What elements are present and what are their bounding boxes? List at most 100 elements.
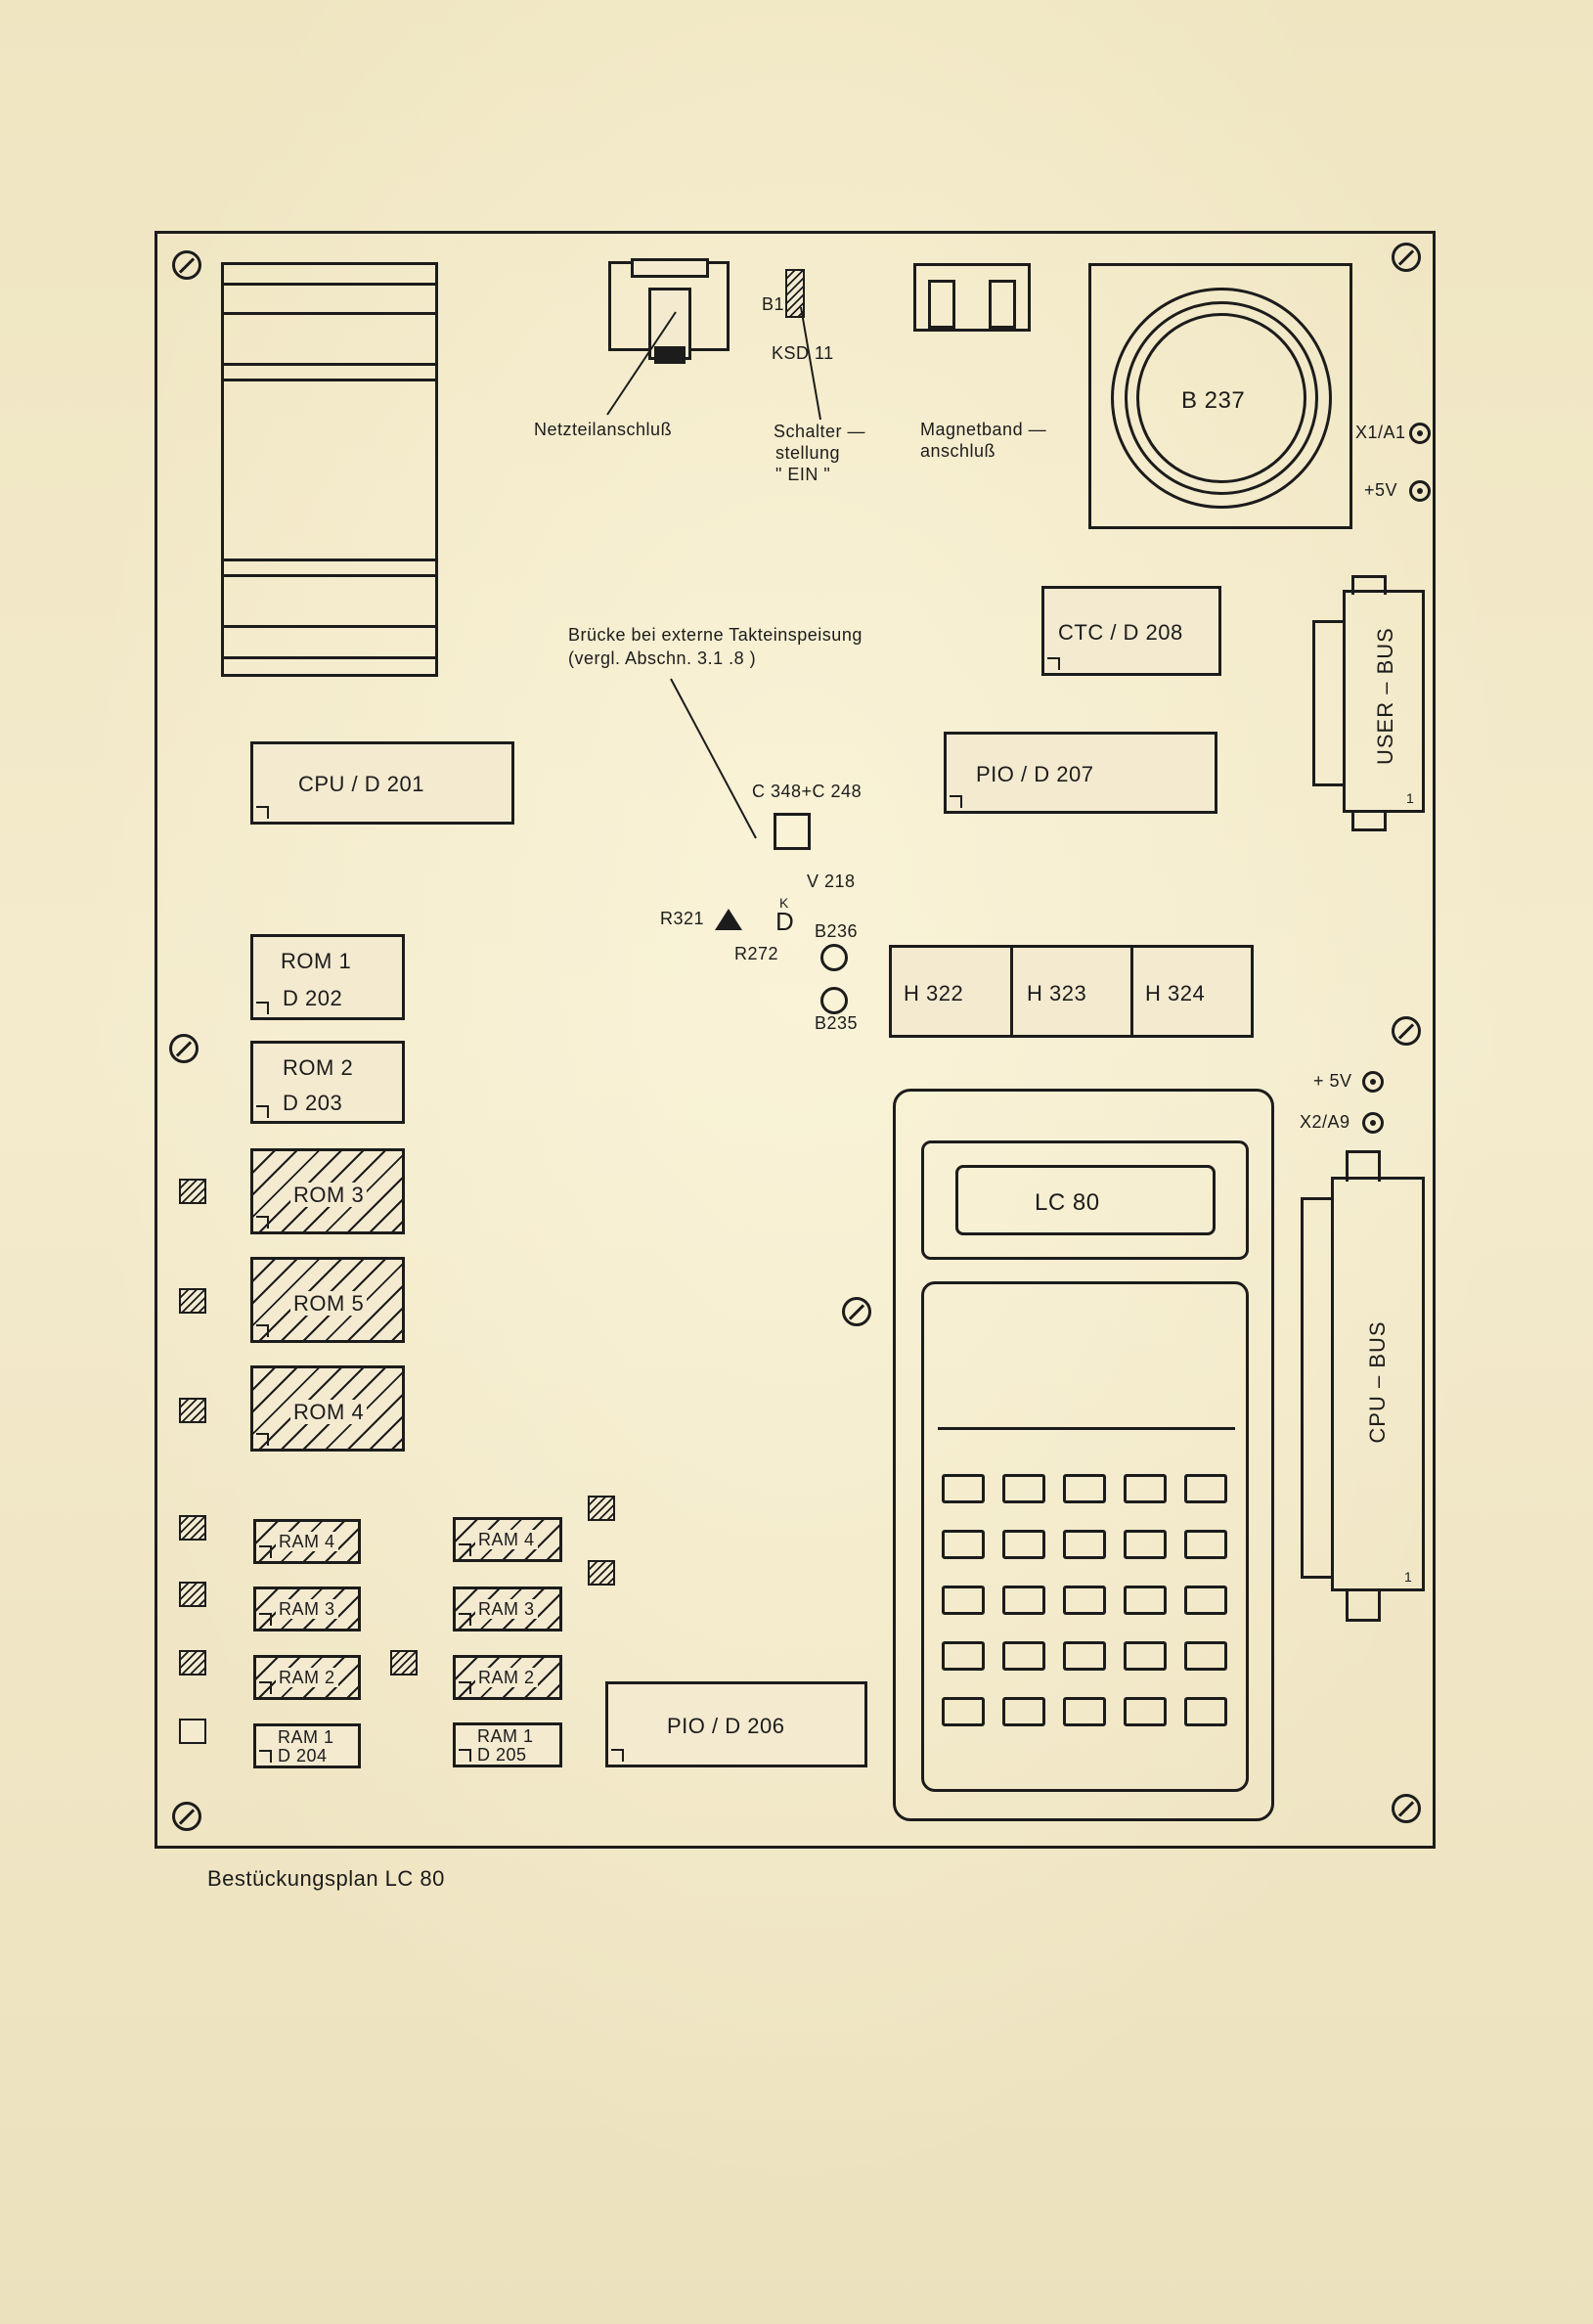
chip-rom2-label: ROM 2 [283,1055,354,1080]
lc80-key [1184,1474,1227,1503]
chip-ram1-right-id: D 205 [477,1745,527,1765]
ram3-left-jumper-icon [179,1582,206,1607]
lc80-key [1063,1586,1106,1615]
chip-ram2-right: RAM 2 [453,1655,562,1700]
chip-ram3-right: RAM 3 [453,1587,562,1631]
user-bus-pin: 1 [1406,790,1415,806]
lc80-key [1002,1641,1045,1671]
ram1-left-jumper-icon [179,1719,206,1744]
tape-label-line1: Magnetband — [920,420,1047,439]
lc80-device-outline: LC 80 [893,1089,1274,1821]
rom5-jumper-icon [179,1288,206,1314]
switch-b1-icon [785,269,805,318]
rom4-jumper-icon [179,1398,206,1423]
lc80-key [1002,1586,1045,1615]
lc80-display-frame: LC 80 [921,1140,1249,1260]
chip-ram1-right: RAM 1 D 205 [453,1722,562,1767]
chip-rom4-label: ROM 4 [290,1400,368,1424]
ram3-right-jumper-icon [588,1560,615,1586]
lc80-key [1124,1530,1167,1559]
lc80-key [1002,1530,1045,1559]
chip-ctc: CTC / D 208 [1041,586,1221,676]
chip-rom2: ROM 2 D 203 [250,1041,405,1124]
resistor-triangle-icon [715,909,742,930]
chip-ram2-left-label: RAM 2 [276,1668,338,1687]
mounting-hole-icon [1392,1016,1421,1046]
x1-terminal-icon [1409,423,1431,444]
chip-rom1: ROM 1 D 202 [250,934,405,1020]
plus5v-mid-terminal-icon [1362,1071,1384,1093]
bridge-leader-line [670,678,757,839]
switch-label-line3: " EIN " [775,465,831,484]
display-h323: H 323 [1010,945,1133,1038]
chip-ram3-left-label: RAM 3 [276,1599,338,1619]
circuit-board-outline: Netzteilanschluß B1 KSD 11 Schalter — st… [155,231,1436,1849]
chip-rom1-label: ROM 1 [281,949,352,973]
lc80-display-label: LC 80 [1035,1189,1100,1216]
speaker-housing: B 237 [1088,263,1352,529]
lc80-key [1063,1697,1106,1726]
bridge-note-line2: (vergl. Abschn. 3.1 .8 ) [568,648,757,668]
lc80-key [1063,1641,1106,1671]
switch-part-label: KSD 11 [772,343,834,363]
user-bus-label: USER – BUS [1373,627,1397,765]
mounting-hole-icon [1392,1794,1421,1823]
lc80-key [1184,1530,1227,1559]
mounting-hole-icon [842,1297,871,1326]
chip-rom2-id: D 203 [283,1091,343,1115]
chip-ram2-left: RAM 2 [253,1655,361,1700]
diagram-caption: Bestückungsplan LC 80 [207,1866,445,1891]
chip-pio207: PIO / D 207 [944,732,1217,814]
chip-rom3-socket: ROM 3 [250,1148,405,1234]
chip-pio206-label: PIO / D 206 [667,1714,785,1738]
cpu-bus-connector: CPU – BUS 1 [1301,1150,1425,1622]
lc80-key [1184,1586,1227,1615]
plus5v-mid-label: + 5V [1313,1071,1352,1091]
display-h322: H 322 [889,945,1013,1038]
display-h323-label: H 323 [1027,981,1087,1006]
leader-line [606,311,677,416]
plus5v-top-terminal-icon [1409,480,1431,502]
chip-ram4-left-label: RAM 4 [276,1532,338,1551]
cpu-bus-label: CPU – BUS [1365,1320,1390,1444]
display-h322-label: H 322 [904,981,964,1006]
plus5v-top-label: +5V [1364,480,1398,500]
chip-ram3-left: RAM 3 [253,1587,361,1631]
user-bus-connector: USER – BUS 1 [1312,575,1425,831]
cap-label: C 348+C 248 [752,782,863,801]
lc80-key [942,1586,985,1615]
lc80-key [1124,1586,1167,1615]
b1-label: B1 [762,294,785,314]
chip-ram1-left-label: RAM 1 [278,1727,334,1747]
chip-ram1-right-label: RAM 1 [477,1726,534,1746]
lc80-display-window: LC 80 [955,1165,1216,1235]
lc80-key [942,1474,985,1503]
diode-k-label: K [779,895,789,911]
chip-ram4-left: RAM 4 [253,1519,361,1564]
chip-ram2-right-label: RAM 2 [475,1668,538,1687]
chip-ram3-right-label: RAM 3 [475,1599,538,1619]
b235-pad-icon [820,987,848,1014]
cpu-bus-pin: 1 [1404,1569,1413,1585]
mounting-hole-icon [172,250,201,280]
b235-label: B235 [815,1013,859,1033]
bridge-note-line1: Brücke bei externe Takteinspeisung [568,625,863,645]
lc80-key [942,1697,985,1726]
x2-terminal-icon [1362,1112,1384,1134]
power-connector-icon [608,258,730,364]
speaker-label: B 237 [1181,387,1246,414]
chip-pio207-label: PIO / D 207 [976,762,1094,786]
chip-ctc-label: CTC / D 208 [1058,620,1183,645]
mounting-hole-icon [169,1034,199,1063]
chip-rom5-socket: ROM 5 [250,1257,405,1343]
rom3-jumper-icon [179,1179,206,1204]
ram4-right-jumper-icon [588,1496,615,1521]
lc80-key [942,1530,985,1559]
tape-connector-icon [913,263,1031,332]
mounting-hole-icon [1392,243,1421,272]
lc80-key [1063,1530,1106,1559]
chip-ram4-right-label: RAM 4 [475,1530,538,1549]
chip-rom4-socket: ROM 4 [250,1365,405,1452]
power-connector-label: Netzteilanschluß [534,420,673,439]
ram2-mid-jumper-icon [390,1650,418,1676]
